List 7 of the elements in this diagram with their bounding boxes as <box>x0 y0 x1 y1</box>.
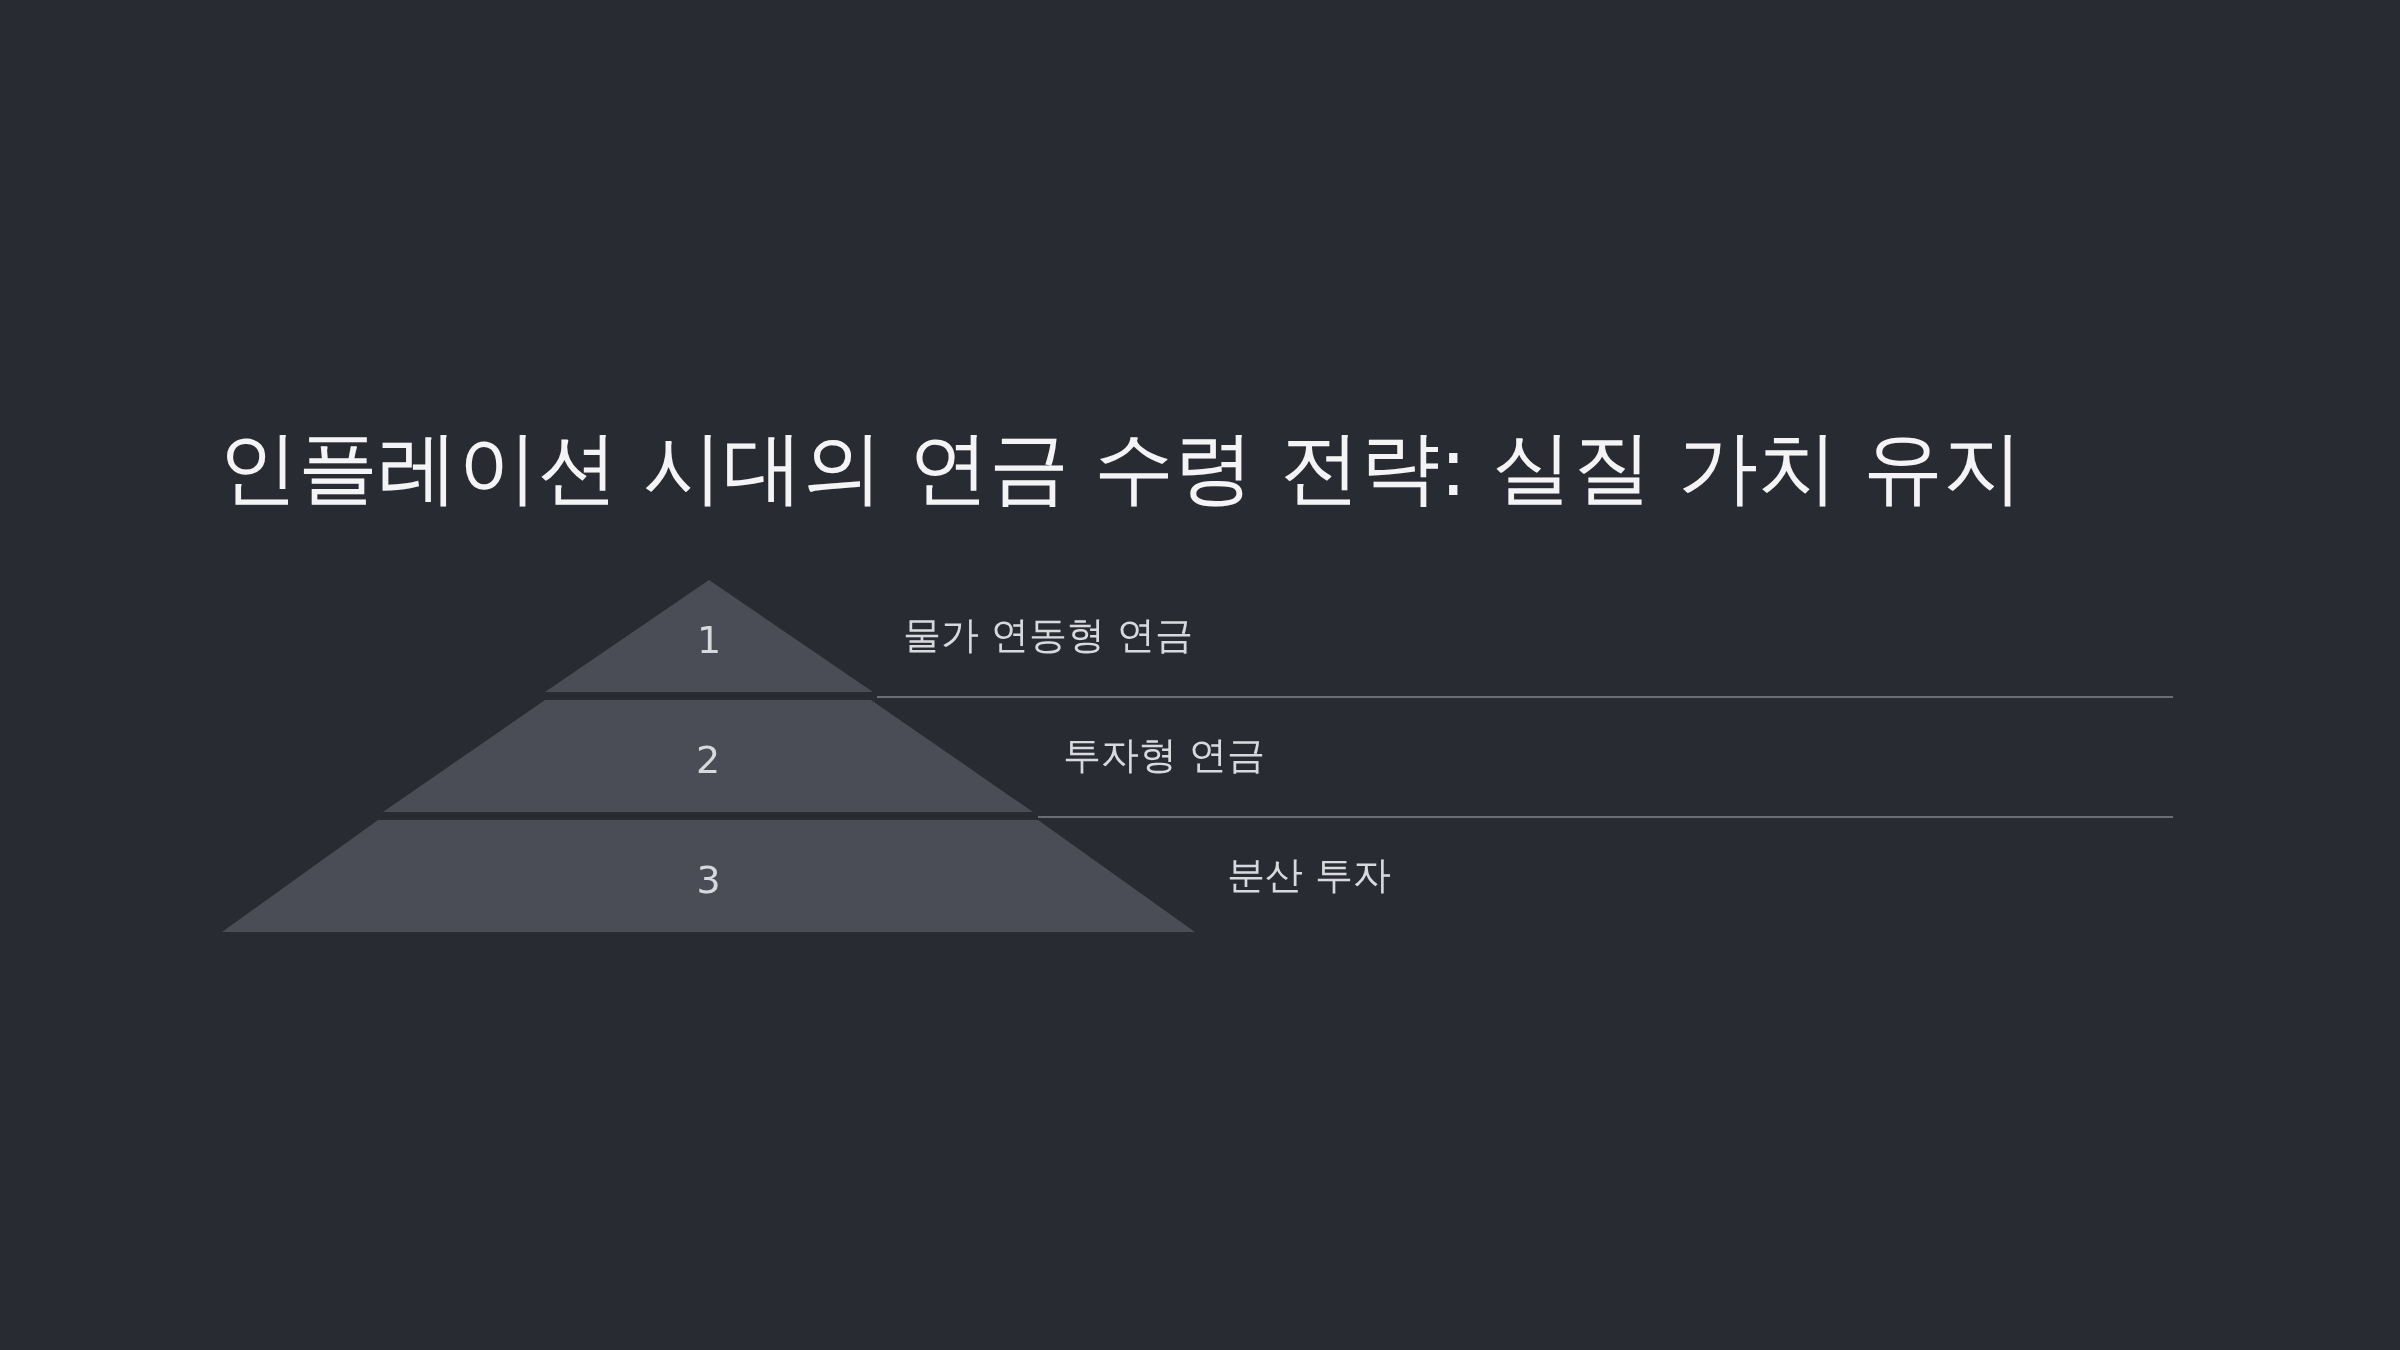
tier-label: 물가 연동형 연금 <box>903 612 1194 659</box>
title: 인플레이션 시대의 연금 수령 전략: 실질 가치 유지 <box>218 420 2023 516</box>
tier-number: 2 <box>695 738 721 783</box>
tier-number: 3 <box>696 858 721 903</box>
tier-number: 1 <box>696 618 722 663</box>
tier-label: 분산 투자 <box>1227 852 1392 899</box>
tier-label: 투자형 연금 <box>1063 732 1266 779</box>
